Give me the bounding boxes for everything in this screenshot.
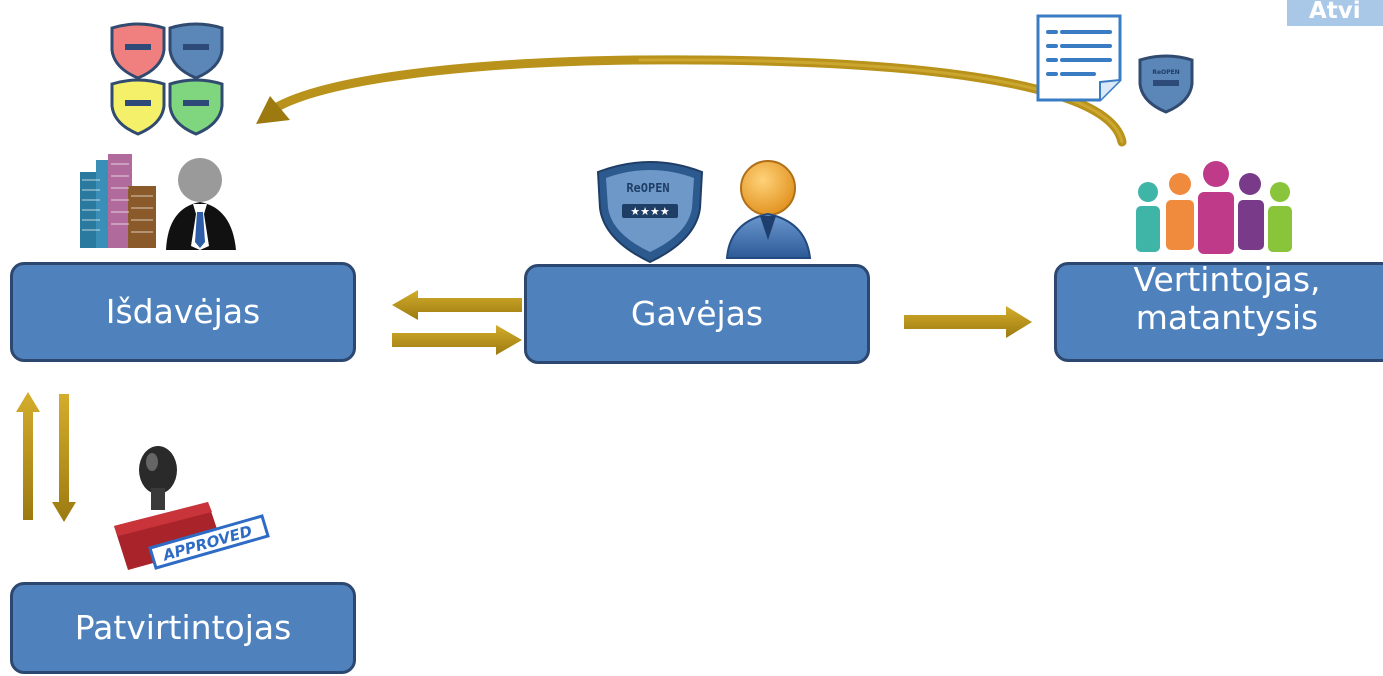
arrow-down-to-approver [52, 394, 76, 522]
reopen-badge-icon: ★★★★ [596, 161, 704, 264]
approver-label: Patvirtintojas [74, 608, 292, 648]
feedback-arc-arrow [256, 55, 1127, 147]
people-group-icon [1136, 161, 1292, 254]
evaluator-label-line2: matantysis [1135, 297, 1319, 337]
document-icon [1036, 14, 1122, 102]
recipient-node[interactable]: Gavėjas [524, 264, 870, 364]
recipient-label: Gavėjas [630, 294, 764, 334]
buildings-icon [80, 154, 156, 248]
person-icon [725, 160, 812, 259]
reopen-badge-small-icon [1138, 54, 1194, 114]
approver-node[interactable]: Patvirtintojas [10, 582, 356, 674]
badge-green-icon [168, 78, 224, 136]
issuer-node[interactable]: Išdavėjas [10, 262, 356, 362]
badge-yellow-icon [110, 78, 166, 136]
reopen-badge-label: ReOPEN [626, 181, 669, 195]
corner-tab-label: Atvi [1309, 0, 1361, 24]
arrow-up-to-issuer [16, 392, 40, 520]
businessman-icon [166, 158, 236, 250]
arrow-to-evaluator [904, 306, 1032, 338]
issuer-label: Išdavėjas [105, 292, 261, 332]
corner-tab[interactable]: Atvi [1287, 0, 1383, 26]
evaluator-node[interactable]: Vertintojas, matantysis [1054, 261, 1383, 362]
evaluator-label-line1: Vertintojas, [1133, 260, 1321, 299]
arrow-to-recipient [392, 325, 522, 355]
evaluator-label: Vertintojas, matantysis [1133, 261, 1320, 337]
badge-blue-icon [168, 22, 224, 80]
svg-text:★★★★: ★★★★ [630, 205, 670, 218]
badge-red-icon [110, 22, 166, 80]
reopen-badge-small-label: ReOPEN [1152, 69, 1179, 76]
approved-stamp-icon [114, 446, 270, 570]
arrow-to-issuer [392, 290, 522, 320]
